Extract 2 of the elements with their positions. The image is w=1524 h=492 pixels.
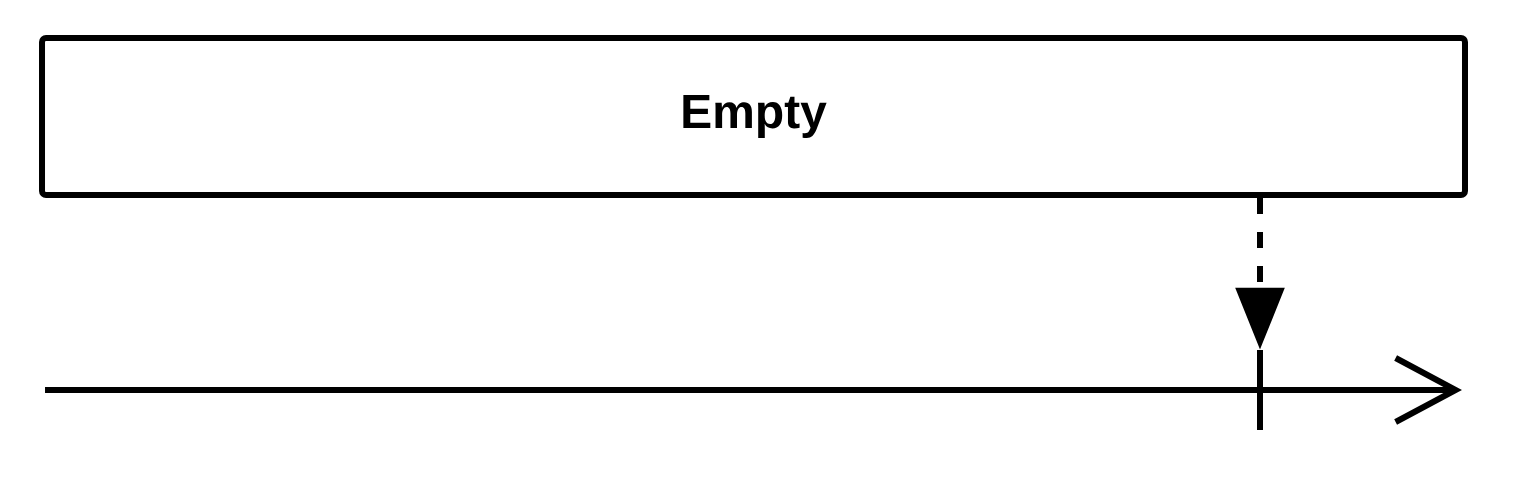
process-box: Empty bbox=[39, 35, 1468, 198]
tick-mark bbox=[1257, 350, 1263, 430]
